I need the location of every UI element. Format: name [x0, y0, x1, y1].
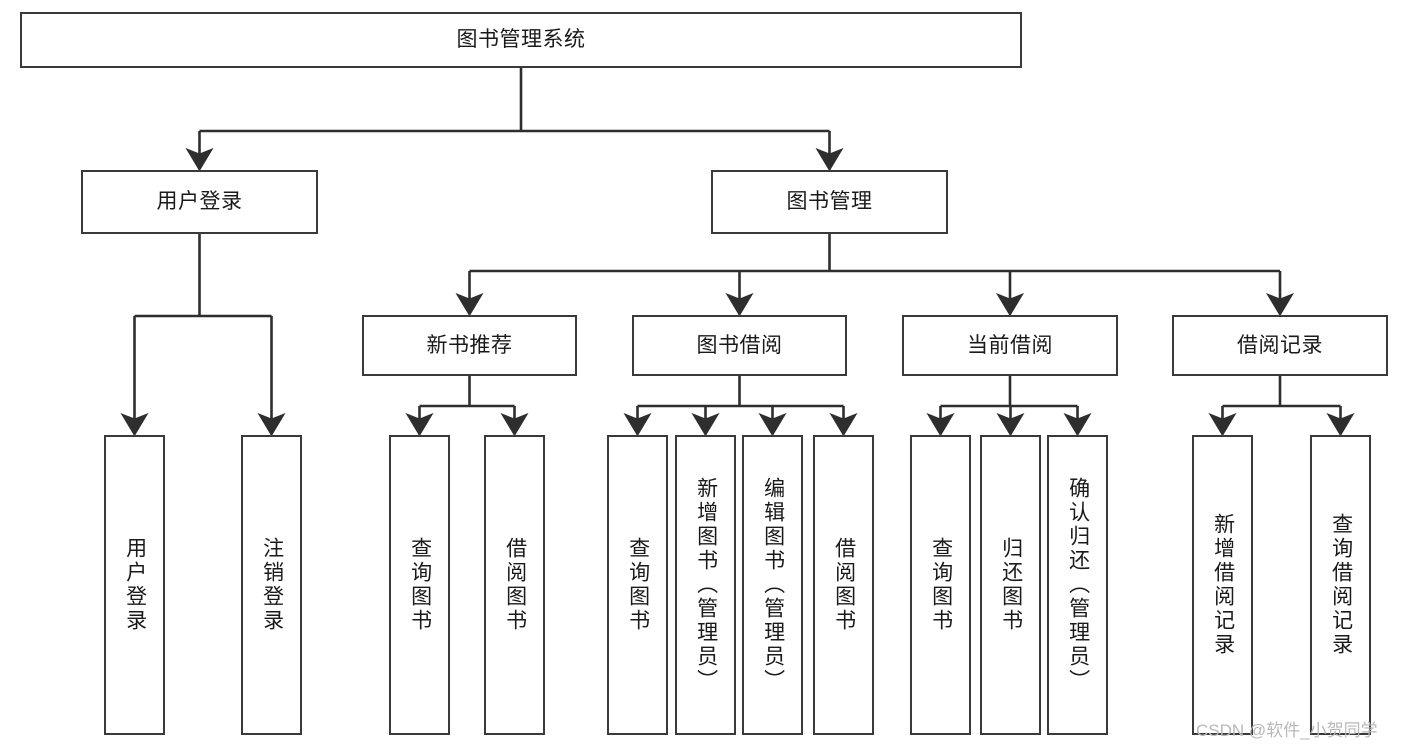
node-book-borrow[interactable]: 图书借阅 — [632, 315, 847, 376]
node-new-book-recommend[interactable]: 新书推荐 — [362, 315, 577, 376]
node-leaf-user-logout-label: 注销登录 — [260, 537, 284, 633]
node-borrow-record-label: 借阅记录 — [1237, 333, 1323, 357]
node-book-management[interactable]: 图书管理 — [711, 170, 948, 234]
node-leaf-confirm-return-admin-label: 确认归还（管理员） — [1066, 477, 1090, 693]
node-root-label: 图书管理系统 — [456, 28, 586, 52]
node-leaf-query-book-recommend-label: 查询图书 — [408, 537, 432, 633]
node-leaf-confirm-return-admin[interactable]: 确认归还（管理员） — [1047, 435, 1108, 735]
node-user-login[interactable]: 用户登录 — [81, 170, 318, 234]
node-leaf-query-book-recommend[interactable]: 查询图书 — [389, 435, 450, 735]
node-user-login-label: 用户登录 — [156, 190, 243, 214]
node-leaf-user-login[interactable]: 用户登录 — [104, 435, 165, 735]
node-leaf-query-book-current-label: 查询图书 — [929, 537, 953, 633]
node-leaf-borrow-book-label: 借阅图书 — [832, 537, 856, 633]
watermark: CSDN @软件_小贺同学 — [1196, 721, 1378, 740]
node-leaf-query-book-current[interactable]: 查询图书 — [910, 435, 971, 735]
node-leaf-edit-book-admin-label: 编辑图书（管理员） — [761, 477, 785, 693]
node-leaf-add-book-admin[interactable]: 新增图书（管理员） — [675, 435, 736, 735]
node-current-borrow[interactable]: 当前借阅 — [902, 315, 1118, 376]
node-leaf-edit-book-admin[interactable]: 编辑图书（管理员） — [742, 435, 803, 735]
node-book-borrow-label: 图书借阅 — [696, 333, 783, 357]
node-leaf-return-book-label: 归还图书 — [999, 537, 1023, 633]
node-leaf-user-login-label: 用户登录 — [123, 537, 147, 633]
node-leaf-add-borrow-record-label: 新增借阅记录 — [1211, 513, 1235, 657]
node-new-book-recommend-label: 新书推荐 — [426, 333, 513, 357]
node-leaf-add-borrow-record[interactable]: 新增借阅记录 — [1192, 435, 1253, 735]
node-current-borrow-label: 当前借阅 — [967, 333, 1053, 357]
node-leaf-user-logout[interactable]: 注销登录 — [241, 435, 302, 735]
node-leaf-query-borrow-record-label: 查询借阅记录 — [1329, 513, 1353, 657]
node-leaf-borrow-book-recommend-label: 借阅图书 — [503, 537, 527, 633]
node-leaf-add-book-admin-label: 新增图书（管理员） — [694, 477, 718, 693]
node-leaf-borrow-book[interactable]: 借阅图书 — [813, 435, 874, 735]
node-leaf-borrow-book-recommend[interactable]: 借阅图书 — [484, 435, 545, 735]
node-leaf-query-book-borrow[interactable]: 查询图书 — [607, 435, 668, 735]
node-borrow-record[interactable]: 借阅记录 — [1172, 315, 1388, 376]
node-leaf-query-borrow-record[interactable]: 查询借阅记录 — [1310, 435, 1371, 735]
node-root[interactable]: 图书管理系统 — [20, 12, 1022, 68]
node-leaf-query-book-borrow-label: 查询图书 — [626, 537, 650, 633]
node-leaf-return-book[interactable]: 归还图书 — [980, 435, 1041, 735]
node-book-management-label: 图书管理 — [786, 190, 873, 214]
